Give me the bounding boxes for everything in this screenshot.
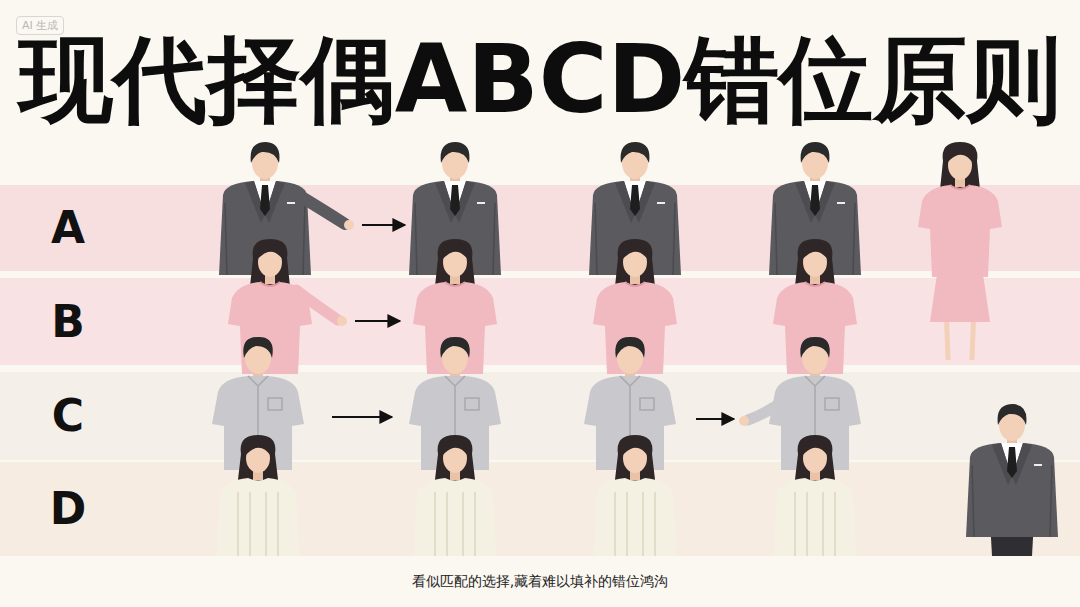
row-band: D — [0, 462, 1080, 556]
row-band: B — [0, 278, 1080, 365]
main-title: 现代择偶ABCD错位原则 — [0, 33, 1080, 127]
row-band: A — [0, 185, 1080, 271]
row-letter: C — [52, 394, 84, 438]
row-letter: D — [50, 487, 87, 531]
row-letter: A — [51, 206, 85, 250]
caption-text: 看似匹配的选择,藏着难以填补的错位鸿沟 — [0, 573, 1080, 591]
watermark-label: AI 生成 — [16, 16, 64, 35]
row-band: C — [0, 372, 1080, 460]
row-letter: B — [51, 300, 85, 344]
